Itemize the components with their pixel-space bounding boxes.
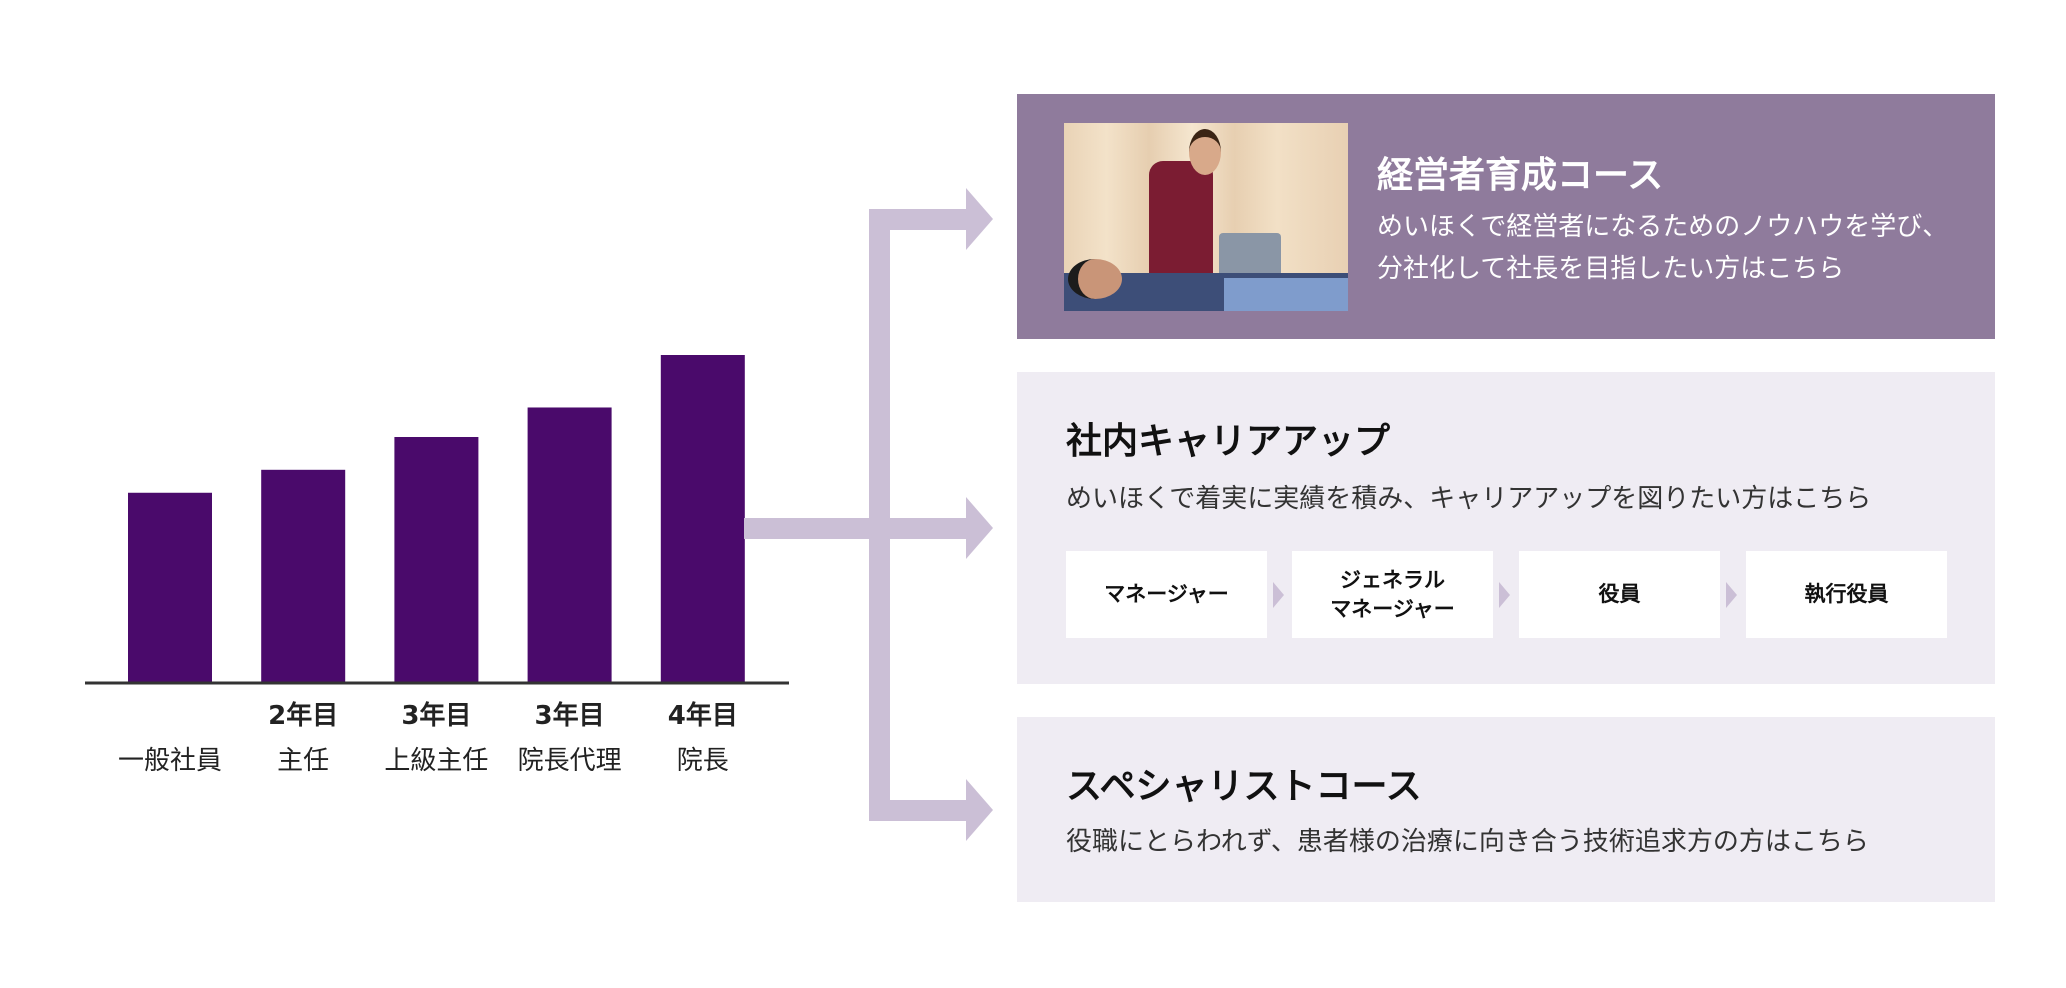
bar-1 [261, 469, 346, 683]
category-label: 一般社員 [117, 746, 222, 776]
year-label: 3年目 [534, 701, 605, 731]
category-label: 院長 [676, 746, 729, 776]
arrow-middle-head [966, 497, 993, 559]
step-executive-officer: 執行役員 [1746, 551, 1947, 638]
course-title: 経営者育成コース [1377, 155, 1664, 196]
course-description: めいほくで着実に実績を積み、キャリアアップを図りたい方はこちら [1066, 484, 1872, 514]
course-title: 社内キャリアアップ [1066, 421, 1391, 462]
course-title: スペシャリストコース [1066, 766, 1422, 807]
career-chart [85, 188, 993, 841]
treatment-photo [1064, 123, 1348, 311]
year-label: 2年目 [268, 701, 339, 731]
connector-horizontal [744, 518, 884, 539]
step-arrow-icon [1273, 582, 1284, 608]
bar-3 [527, 407, 612, 683]
category-label: 上級主任 [384, 746, 489, 776]
arrow-top-head [966, 188, 993, 250]
category-label: 院長代理 [517, 746, 622, 776]
arrow-bottom-head [966, 779, 993, 841]
step-officer: 役員 [1519, 551, 1720, 638]
year-label: 3年目 [401, 701, 472, 731]
category-label: 主任 [277, 746, 330, 776]
step-arrow-icon [1726, 582, 1737, 608]
year-label: 4年目 [667, 701, 738, 731]
course-card-specialist[interactable]: スペシャリストコース 役職にとらわれず、患者様の治療に向き合う技術追求方の方はこ… [1017, 717, 1995, 902]
connector-vertical [869, 209, 890, 821]
course-card-management[interactable]: 経営者育成コース めいほくで経営者になるためのノウハウを学び、分社化して社長を目… [1017, 94, 1995, 339]
step-manager: マネージャー [1066, 551, 1267, 638]
bar-0 [128, 492, 212, 683]
course-description: 役職にとらわれず、患者様の治療に向き合う技術追求方の方はこちら [1066, 827, 1869, 857]
step-arrow-icon [1499, 582, 1510, 608]
arrow-bottom-shaft [869, 800, 976, 821]
arrow-middle-shaft [884, 518, 976, 539]
connector-arrows [744, 188, 993, 841]
bar-2 [394, 437, 479, 683]
arrow-top-shaft [869, 209, 976, 230]
course-card-career-up[interactable]: 社内キャリアアップ めいほくで着実に実績を積み、キャリアアップを図りたい方はこち… [1017, 372, 1995, 684]
bar-4 [660, 355, 745, 683]
step-general-manager: ジェネラル マネージャー [1292, 551, 1493, 638]
course-description: めいほくで経営者になるためのノウハウを学び、分社化して社長を目指したい方はこちら [1377, 212, 1949, 284]
